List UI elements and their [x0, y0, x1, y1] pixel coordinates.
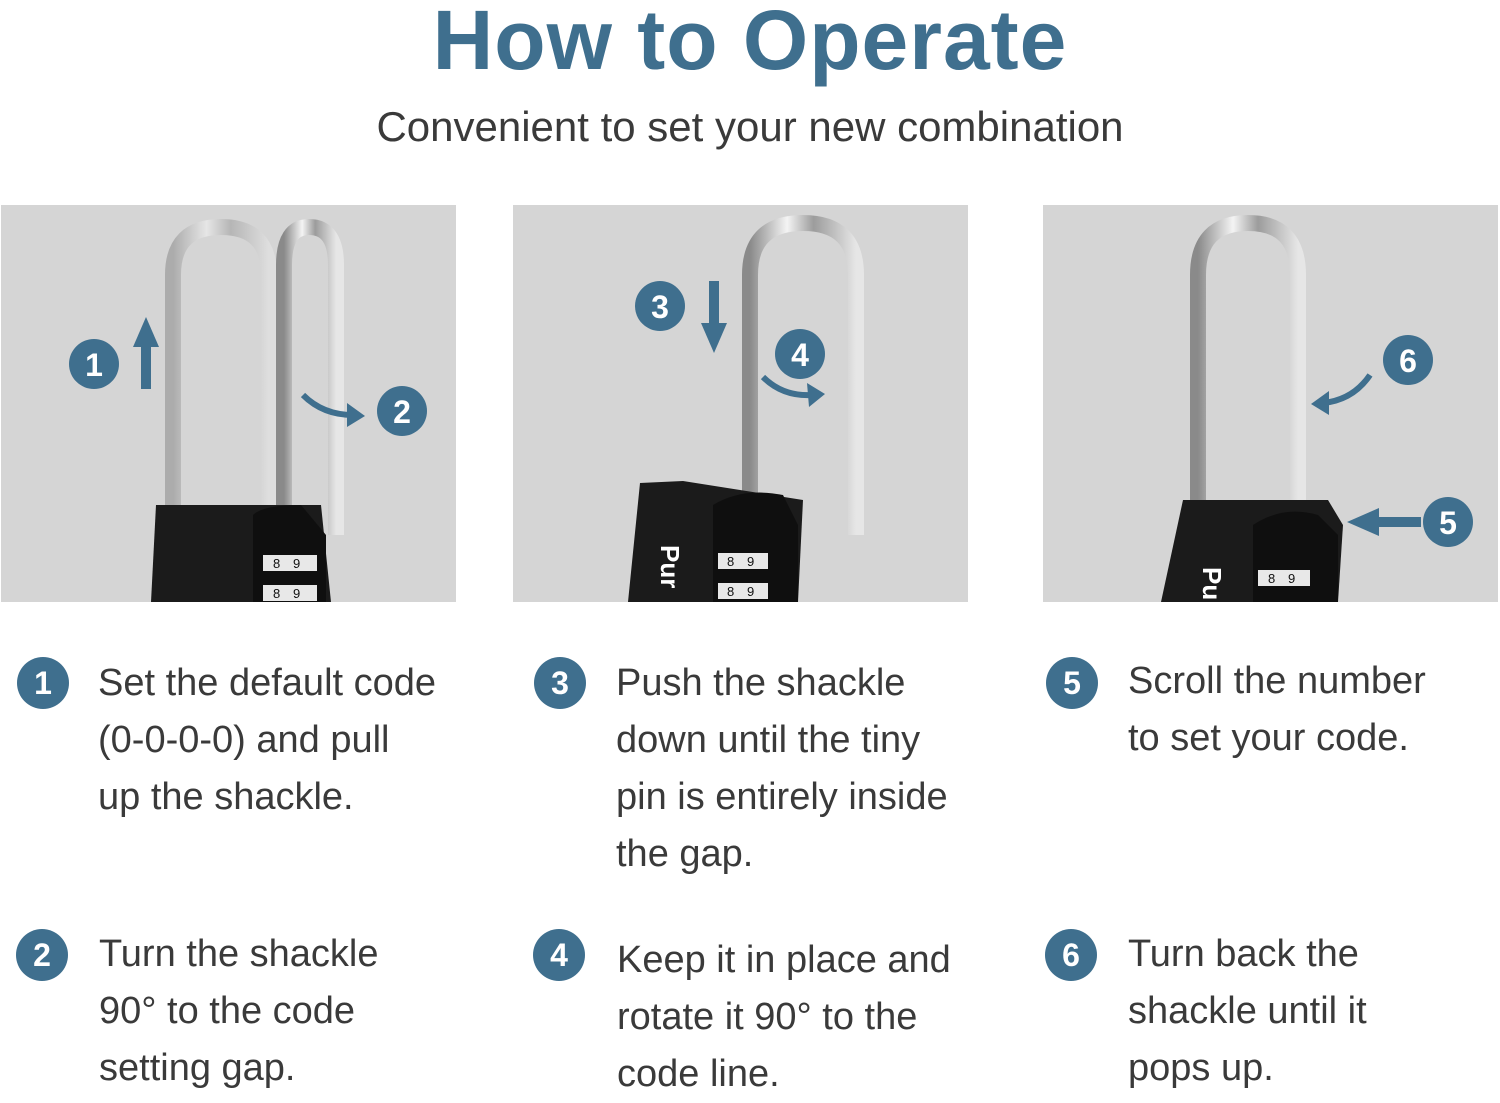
step-text: Push the shackle down until the tiny pin…	[616, 662, 948, 875]
step-number-badge: 5	[1046, 657, 1098, 709]
brand-text: Pu	[1197, 567, 1227, 600]
step-text: Turn back the shackle until it pops up.	[1128, 933, 1367, 1089]
step-text: Keep it in place and rotate it 90° to th…	[617, 939, 951, 1095]
svg-text:1: 1	[85, 347, 103, 383]
step-text: Set the default code (0-0-0-0) and pull …	[98, 662, 437, 818]
lock-body: Pu	[1161, 500, 1343, 602]
dial-digits: 8 9	[1268, 571, 1295, 586]
svg-text:5: 5	[1439, 505, 1457, 541]
svg-text:6: 6	[1399, 343, 1417, 379]
arrow-up-icon	[133, 317, 159, 389]
shackle	[276, 218, 344, 535]
page-title: How to Operate	[432, 0, 1068, 87]
svg-text:8: 8	[727, 584, 734, 599]
brand-text: Pur	[655, 545, 685, 588]
svg-text:9: 9	[1288, 571, 1295, 586]
step-text: Turn the shackle 90° to the code setting…	[99, 933, 379, 1089]
shackle	[1190, 214, 1306, 525]
step-number-badge: 1	[17, 657, 69, 709]
illustration-panel-2: Pur 8 9 8 9 3 4	[513, 205, 968, 602]
svg-text:9: 9	[747, 554, 754, 569]
svg-text:9: 9	[293, 586, 300, 601]
step-marker-5: 5	[1423, 497, 1473, 547]
padlock-illustration-2: Pur 8 9 8 9 3 4	[628, 214, 864, 602]
step-number-badge: 3	[534, 657, 586, 709]
arrow-down-icon	[701, 281, 727, 353]
svg-text:8: 8	[1268, 571, 1275, 586]
page-subtitle: Convenient to set your new combination	[376, 103, 1124, 150]
svg-text:2: 2	[393, 394, 411, 430]
svg-text:8: 8	[727, 554, 734, 569]
step-number-badge: 6	[1045, 929, 1097, 981]
illustration-panel-3: Pu 8 9 6 5	[1043, 205, 1498, 602]
arrow-left-icon	[1347, 508, 1421, 536]
svg-text:8: 8	[273, 556, 280, 571]
step-marker-2: 2	[377, 386, 427, 436]
svg-text:8: 8	[273, 586, 280, 601]
step-marker-1: 1	[69, 339, 119, 389]
lock-body	[151, 505, 331, 602]
shackle	[742, 214, 864, 535]
step-number-badge: 4	[533, 929, 585, 981]
svg-text:9: 9	[293, 556, 300, 571]
padlock-illustration-3: Pu 8 9 6 5	[1161, 214, 1473, 602]
step-number-badge: 2	[16, 929, 68, 981]
shackle-ghost	[165, 218, 277, 515]
svg-text:9: 9	[747, 584, 754, 599]
step-text: Scroll the number to set your code.	[1128, 660, 1426, 759]
dial-digits: 8 9 8 9	[727, 554, 754, 599]
svg-text:3: 3	[651, 289, 669, 325]
svg-text:4: 4	[791, 337, 809, 373]
step-marker-3: 3	[635, 281, 685, 331]
curved-arrow-left-icon	[1311, 373, 1373, 415]
curved-arrow-right-icon	[760, 374, 825, 407]
padlock-illustration-1: 8 9 8 9 1 2	[69, 218, 427, 602]
illustration-panel-1: 8 9 8 9 1 2	[1, 205, 456, 602]
step-marker-4: 4	[775, 329, 825, 379]
curved-arrow-right-icon	[300, 392, 365, 427]
dial-digits: 8 9 8 9	[273, 556, 300, 601]
lock-body: Pur	[628, 481, 803, 602]
step-marker-6: 6	[1383, 335, 1433, 385]
